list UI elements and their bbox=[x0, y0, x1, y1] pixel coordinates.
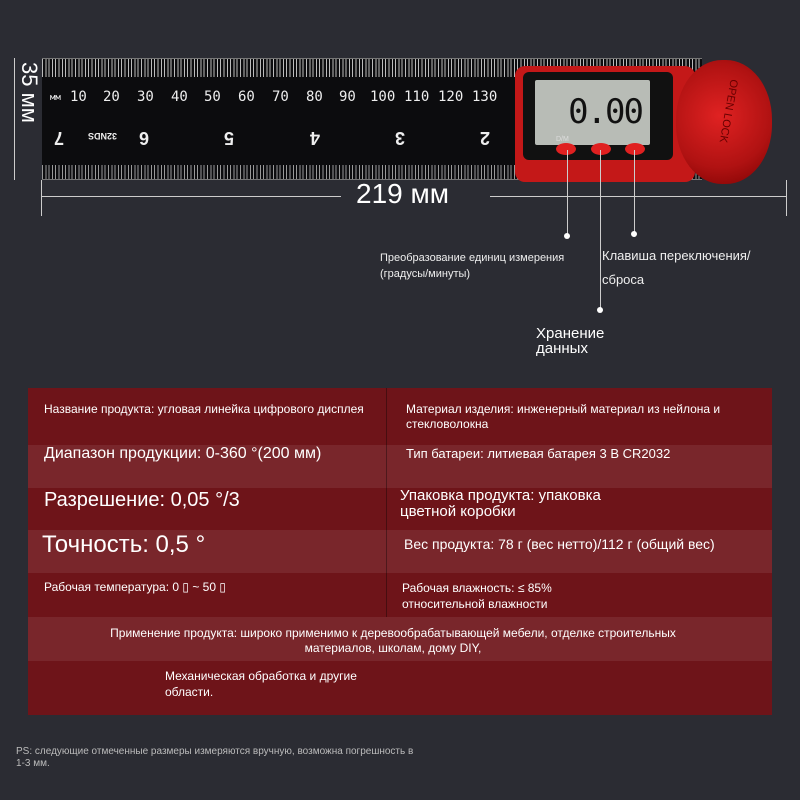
spec-material: Материал изделия: инженерный материал из… bbox=[406, 402, 721, 431]
mm-label: 30 bbox=[137, 89, 154, 105]
width-dimension-label: 219 мм bbox=[356, 178, 449, 209]
height-dimension-label: 35 мм bbox=[17, 62, 42, 123]
callout-hold-label: Хранение данных bbox=[536, 325, 605, 357]
spec-package: Упаковка продукта: упаковка цветной коро… bbox=[400, 487, 601, 520]
spec-humidity: Рабочая влажность: ≤ 85% относительной в… bbox=[402, 581, 552, 611]
spec-weight: Вес продукта: 78 г (вес нетто)/112 г (об… bbox=[404, 536, 715, 552]
inch-label: 5 bbox=[224, 128, 235, 148]
width-dimension-tick bbox=[41, 180, 42, 216]
mm-label: 60 bbox=[238, 89, 255, 105]
hold-button[interactable] bbox=[591, 143, 611, 155]
mm-label: 110 bbox=[404, 89, 430, 105]
dm-button[interactable] bbox=[556, 143, 576, 155]
callout-line-reset bbox=[634, 150, 635, 233]
mm-label: 70 bbox=[272, 89, 289, 105]
mm-label: 90 bbox=[339, 89, 356, 105]
width-dimension-line bbox=[41, 196, 341, 197]
callout-dot bbox=[631, 231, 637, 237]
spec-accuracy: Точность: 0,5 ° bbox=[42, 531, 206, 558]
inch-label: 2 bbox=[480, 128, 491, 148]
inch-label: 3 bbox=[395, 128, 406, 148]
lcd-display: 0.00 bbox=[535, 80, 650, 145]
dial-text: OPEN LOCK bbox=[716, 78, 740, 144]
callout-line-hold bbox=[600, 150, 601, 310]
mm-label: 20 bbox=[103, 89, 120, 105]
spec-temperature: Рабочая температура: 0 ▯ ~ 50 ▯ bbox=[44, 580, 226, 594]
mm-label: 10 bbox=[70, 89, 87, 105]
inch-label: 4 bbox=[310, 128, 321, 148]
width-dimension-line bbox=[490, 196, 786, 197]
width-dimension-tick bbox=[786, 180, 787, 216]
mm-unit-label: мм bbox=[50, 93, 61, 103]
ruler-brand: 32NDS bbox=[88, 131, 118, 141]
spec-range: Диапазон продукции: 0-360 °(200 мм) bbox=[44, 445, 322, 462]
spec-application: Применение продукта: широко применимо к … bbox=[110, 626, 676, 655]
mm-label: 100 bbox=[370, 89, 396, 105]
spec-application-more: Механическая обработка и другие области. bbox=[165, 669, 357, 699]
height-dimension-line bbox=[14, 58, 15, 180]
inch-label: 6 bbox=[139, 128, 150, 148]
mm-label: 80 bbox=[306, 89, 323, 105]
callout-dm-label: Преобразование единиц измерения (градусы… bbox=[380, 252, 565, 280]
callout-reset-label: Клавиша переключения/сброса bbox=[602, 248, 751, 287]
mm-label: 130 bbox=[472, 89, 498, 105]
callout-line-dm bbox=[567, 150, 568, 235]
mm-label: 120 bbox=[438, 89, 464, 105]
inch-label: 7 bbox=[54, 128, 65, 148]
dm-button-label: D/M bbox=[556, 136, 569, 143]
lock-dial[interactable]: OPEN LOCK bbox=[676, 60, 772, 184]
callout-dot bbox=[564, 233, 570, 239]
callout-dot bbox=[597, 307, 603, 313]
reset-button[interactable] bbox=[625, 143, 645, 155]
spec-table: Название продукта: угловая линейка цифро… bbox=[28, 388, 772, 715]
spec-name: Название продукта: угловая линейка цифро… bbox=[44, 402, 364, 416]
mm-label: 40 bbox=[171, 89, 188, 105]
spec-resolution: Разрешение: 0,05 °/3 bbox=[44, 489, 240, 511]
spec-battery: Тип батареи: литиевая батарея 3 В CR2032 bbox=[406, 446, 671, 461]
mm-label: 50 bbox=[204, 89, 221, 105]
measurement-note: PS: следующие отмеченные размеры измеряю… bbox=[16, 746, 414, 769]
